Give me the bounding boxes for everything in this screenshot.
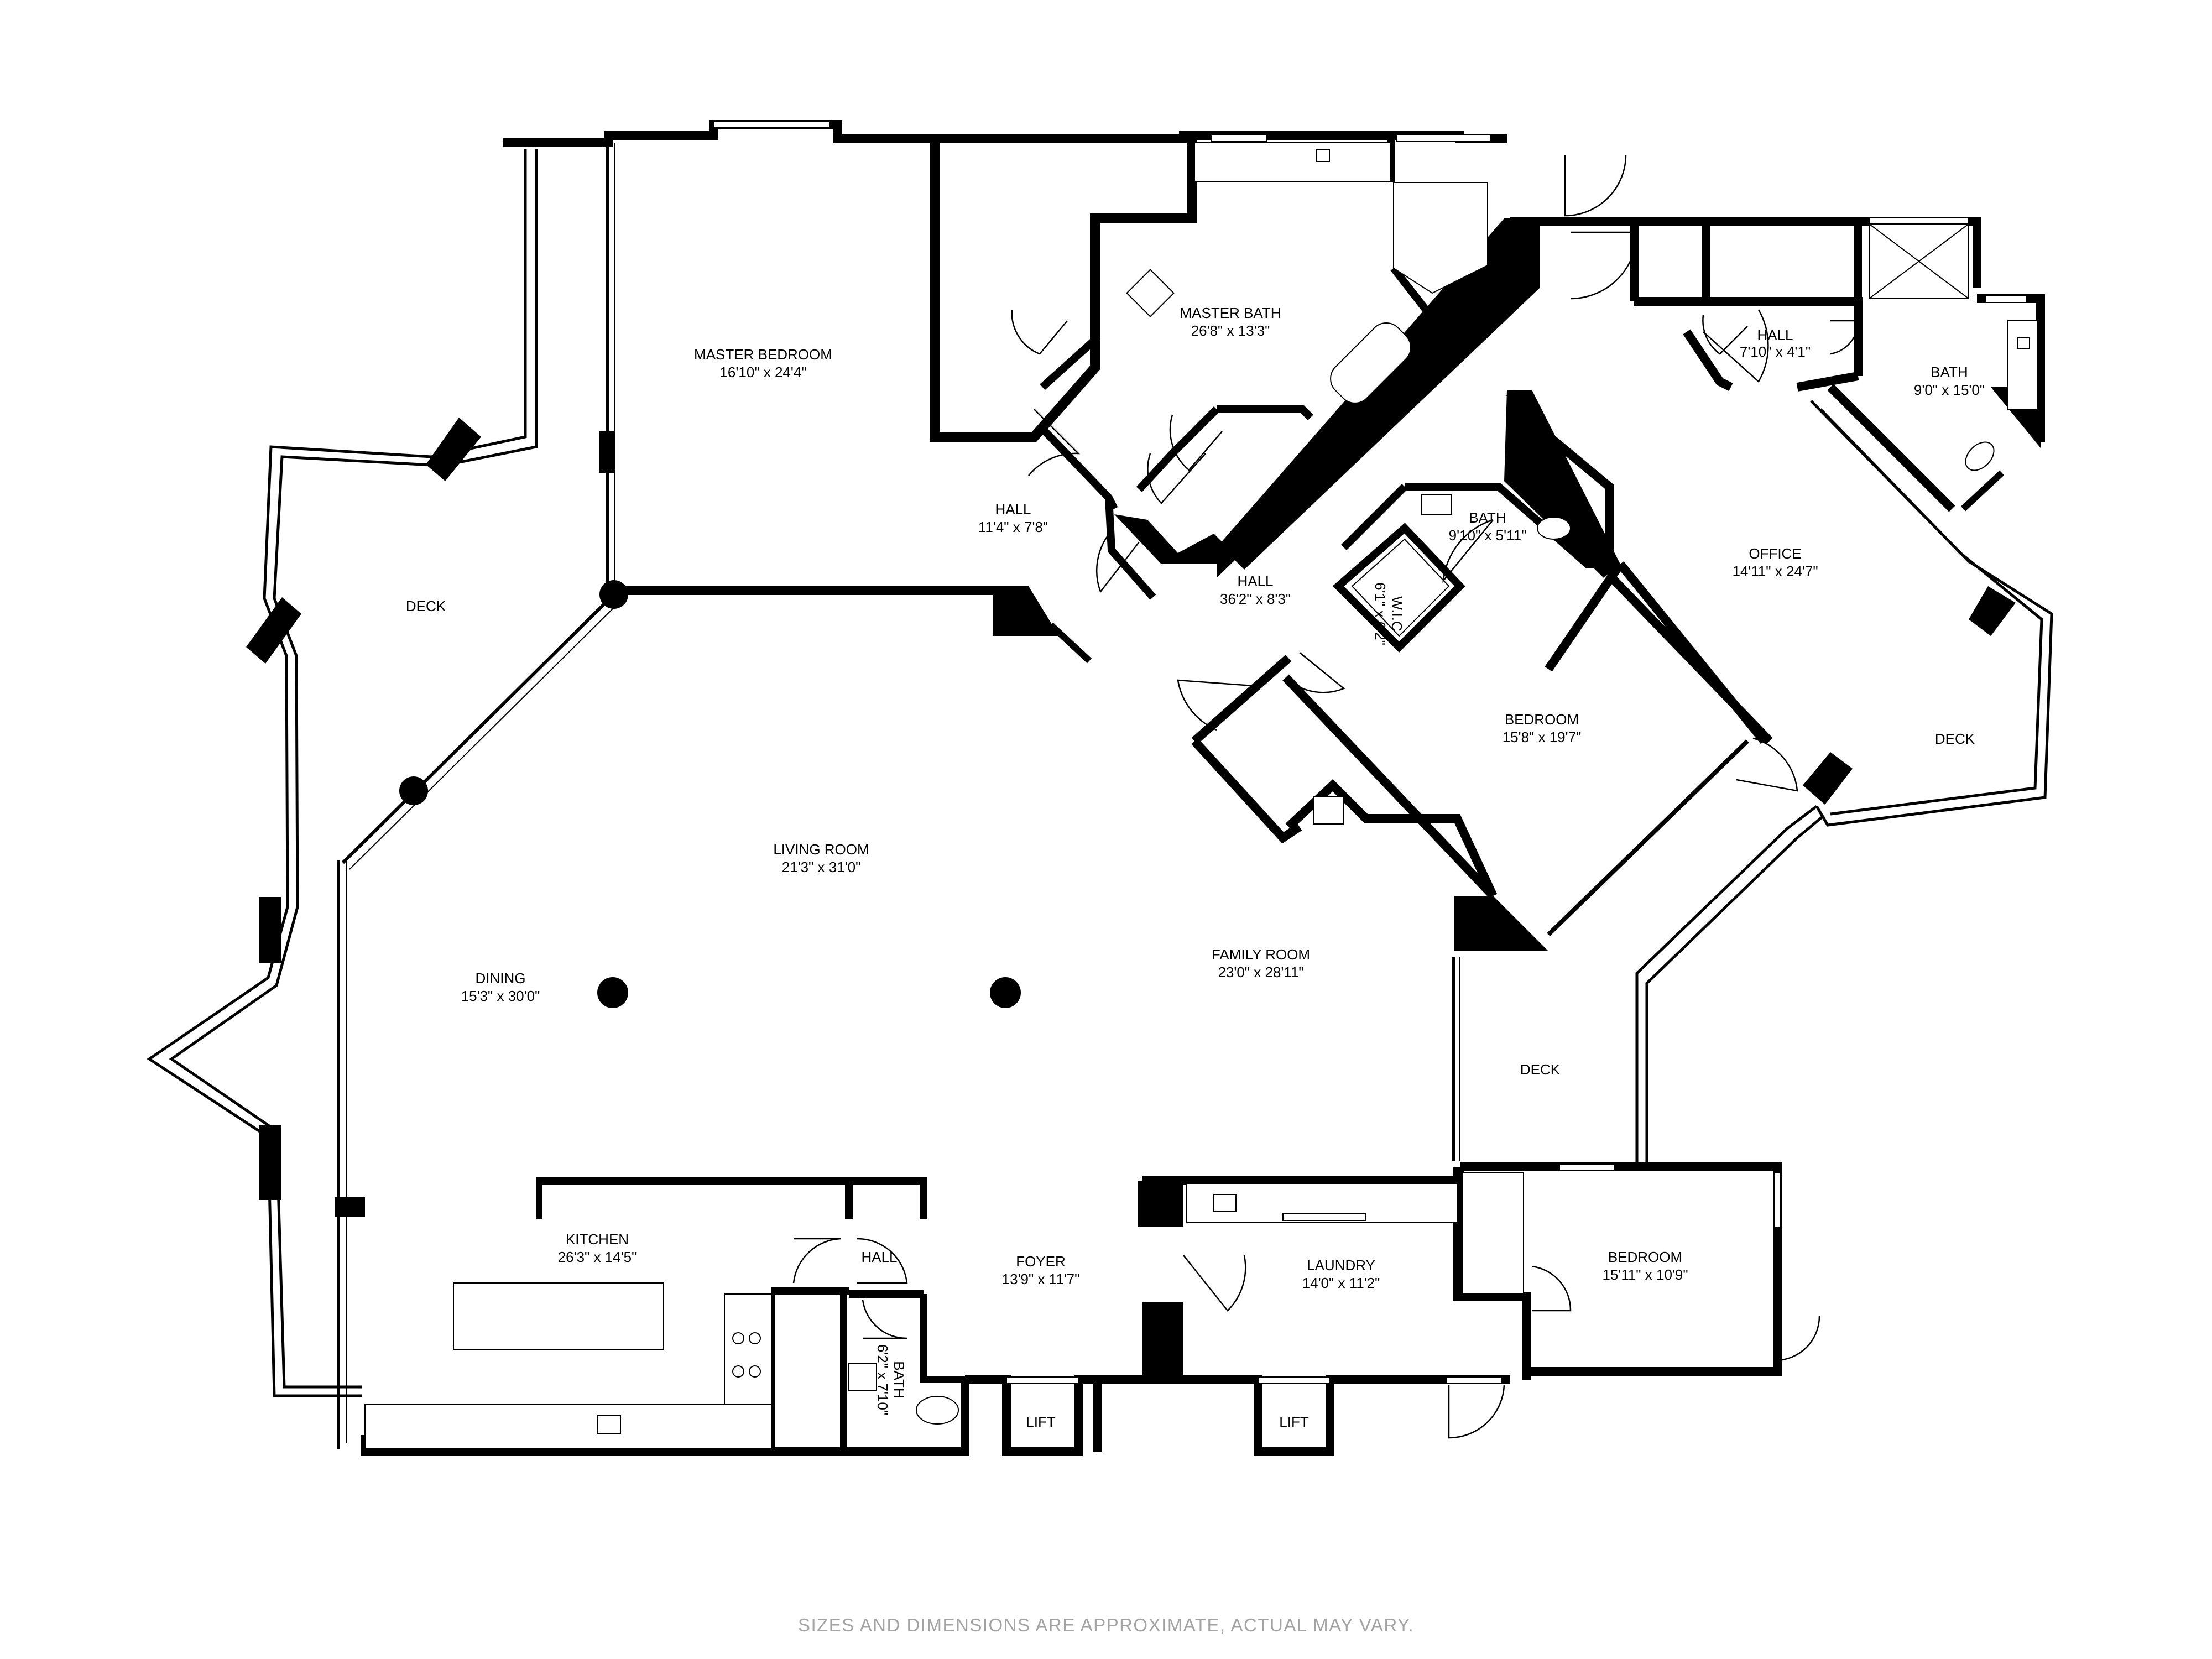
master-bedroom-dim: 16'10" x 24'4": [719, 364, 806, 380]
master-bath-dim: 26'8" x 13'3": [1191, 322, 1270, 339]
wic-dim: 6'1" x 6'2": [1372, 582, 1389, 645]
family-room-label: FAMILY ROOM: [1212, 946, 1310, 963]
room-labels: MASTER BEDROOM 16'10" x 24'4" MASTER BAT…: [406, 305, 1985, 1430]
hall-center-label: HALL: [1237, 573, 1273, 589]
hall-center-dim: 36'2" x 8'3": [1220, 591, 1291, 607]
living-room-label: LIVING ROOM: [773, 841, 869, 858]
family-room-dim: 23'0" x 28'11": [1218, 964, 1303, 980]
footer-note: SIZES AND DIMENSIONS ARE APPROXIMATE, AC…: [798, 1615, 1414, 1635]
lift-right-label: LIFT: [1279, 1413, 1309, 1430]
hall-right-label: HALL: [1757, 327, 1793, 343]
windows: [713, 121, 2027, 1384]
master-bath-label: MASTER BATH: [1180, 305, 1281, 321]
office-dim: 14'11" x 24'7": [1732, 563, 1818, 580]
kitchen-label: KITCHEN: [566, 1231, 629, 1248]
bath-middle-dim: 9'10" x 5'11": [1449, 527, 1527, 544]
walls: [246, 120, 2045, 1456]
hall-upper-dim: 11'4" x 7'8": [978, 519, 1048, 535]
bath-small-label: BATH: [891, 1361, 907, 1398]
fixtures: [364, 142, 2038, 1449]
foyer-label: FOYER: [1016, 1253, 1066, 1270]
kitchen-dim: 26'3" x 14'5": [558, 1249, 637, 1265]
dining-dim: 15'3" x 30'0": [461, 988, 540, 1004]
hall-upper-label: HALL: [995, 501, 1031, 518]
bath-right-label: BATH: [1931, 364, 1968, 380]
dining-label: DINING: [476, 970, 526, 987]
master-bedroom-label: MASTER BEDROOM: [694, 346, 832, 363]
doors: [792, 154, 1859, 1439]
deck-left-label: DECK: [406, 598, 446, 614]
bedroom-upper-label: BEDROOM: [1505, 711, 1579, 728]
living-room-dim: 21'3" x 31'0": [782, 859, 861, 875]
laundry-dim: 14'0" x 11'2": [1302, 1275, 1380, 1291]
laundry-label: LAUNDRY: [1307, 1257, 1375, 1274]
deck-right-label: DECK: [1935, 731, 1975, 747]
hall-right-dim: 7'10" x 4'1": [1740, 343, 1811, 360]
bedroom-lower-dim: 15'11" x 10'9": [1602, 1266, 1688, 1283]
hall-small-label: HALL: [861, 1249, 897, 1265]
bedroom-upper-dim: 15'8" x 19'7": [1503, 729, 1582, 745]
office-label: OFFICE: [1749, 545, 1801, 562]
wic-label: W.I.C: [1389, 596, 1405, 632]
foyer-dim: 13'9" x 11'7": [1002, 1271, 1080, 1287]
bedroom-lower-label: BEDROOM: [1608, 1249, 1682, 1265]
bath-small-dim: 6'2" x 7'10": [874, 1344, 891, 1415]
lift-left-label: LIFT: [1026, 1413, 1056, 1430]
bath-right-dim: 9'0" x 15'0": [1914, 382, 1985, 398]
deck-lower-label: DECK: [1520, 1061, 1561, 1078]
bath-middle-label: BATH: [1469, 509, 1506, 526]
